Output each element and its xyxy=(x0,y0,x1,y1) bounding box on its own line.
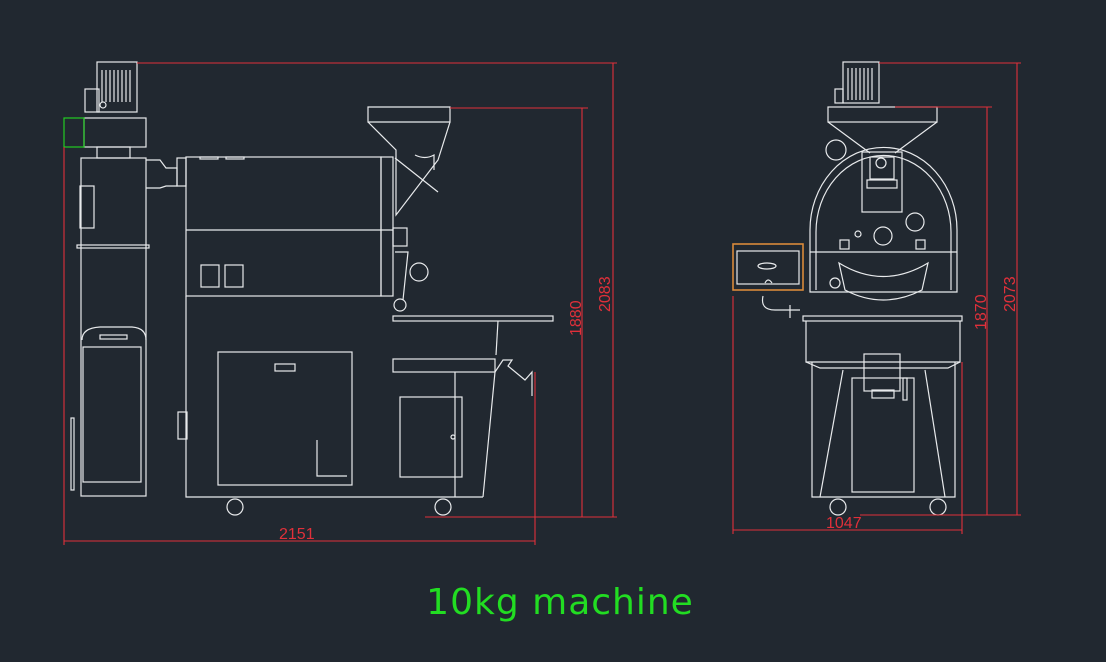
exhaust-fan-motor xyxy=(84,61,138,113)
dim-overall-height: 2073 xyxy=(1002,276,1019,312)
front-view: 2073 1870 1047 xyxy=(732,61,1021,534)
cooling-tray xyxy=(392,315,554,498)
wheel xyxy=(226,498,244,516)
hopper xyxy=(825,106,938,161)
side-dimensions: 2083 1880 2151 xyxy=(63,62,617,545)
drawing-title: 10kg machine xyxy=(426,582,694,623)
cooling-tray xyxy=(802,315,963,369)
wheel xyxy=(434,498,452,516)
dim-hopper-height: 1880 xyxy=(568,300,585,336)
roasting-drum-front xyxy=(809,146,958,301)
fan-housing xyxy=(83,117,147,148)
hopper xyxy=(367,106,451,217)
lower-cabinet xyxy=(177,296,483,498)
side-view: 2083 1880 2151 xyxy=(63,61,617,545)
fan-outlet xyxy=(63,117,85,148)
cyclone xyxy=(70,157,150,497)
dim-overall-height: 2083 xyxy=(597,276,614,312)
dim-overall-width: 1047 xyxy=(826,515,862,532)
wheel xyxy=(829,498,847,516)
front-dimensions: 2073 1870 1047 xyxy=(732,62,1021,534)
dim-overall-length: 2151 xyxy=(279,526,315,543)
control-panel xyxy=(732,243,804,318)
wheel xyxy=(929,498,947,516)
roasting-drum xyxy=(185,156,429,312)
exhaust-fan-motor xyxy=(834,61,880,104)
dim-hopper-height: 1870 xyxy=(973,294,990,330)
exhaust-pipe xyxy=(146,159,178,189)
base-frame xyxy=(811,353,956,498)
